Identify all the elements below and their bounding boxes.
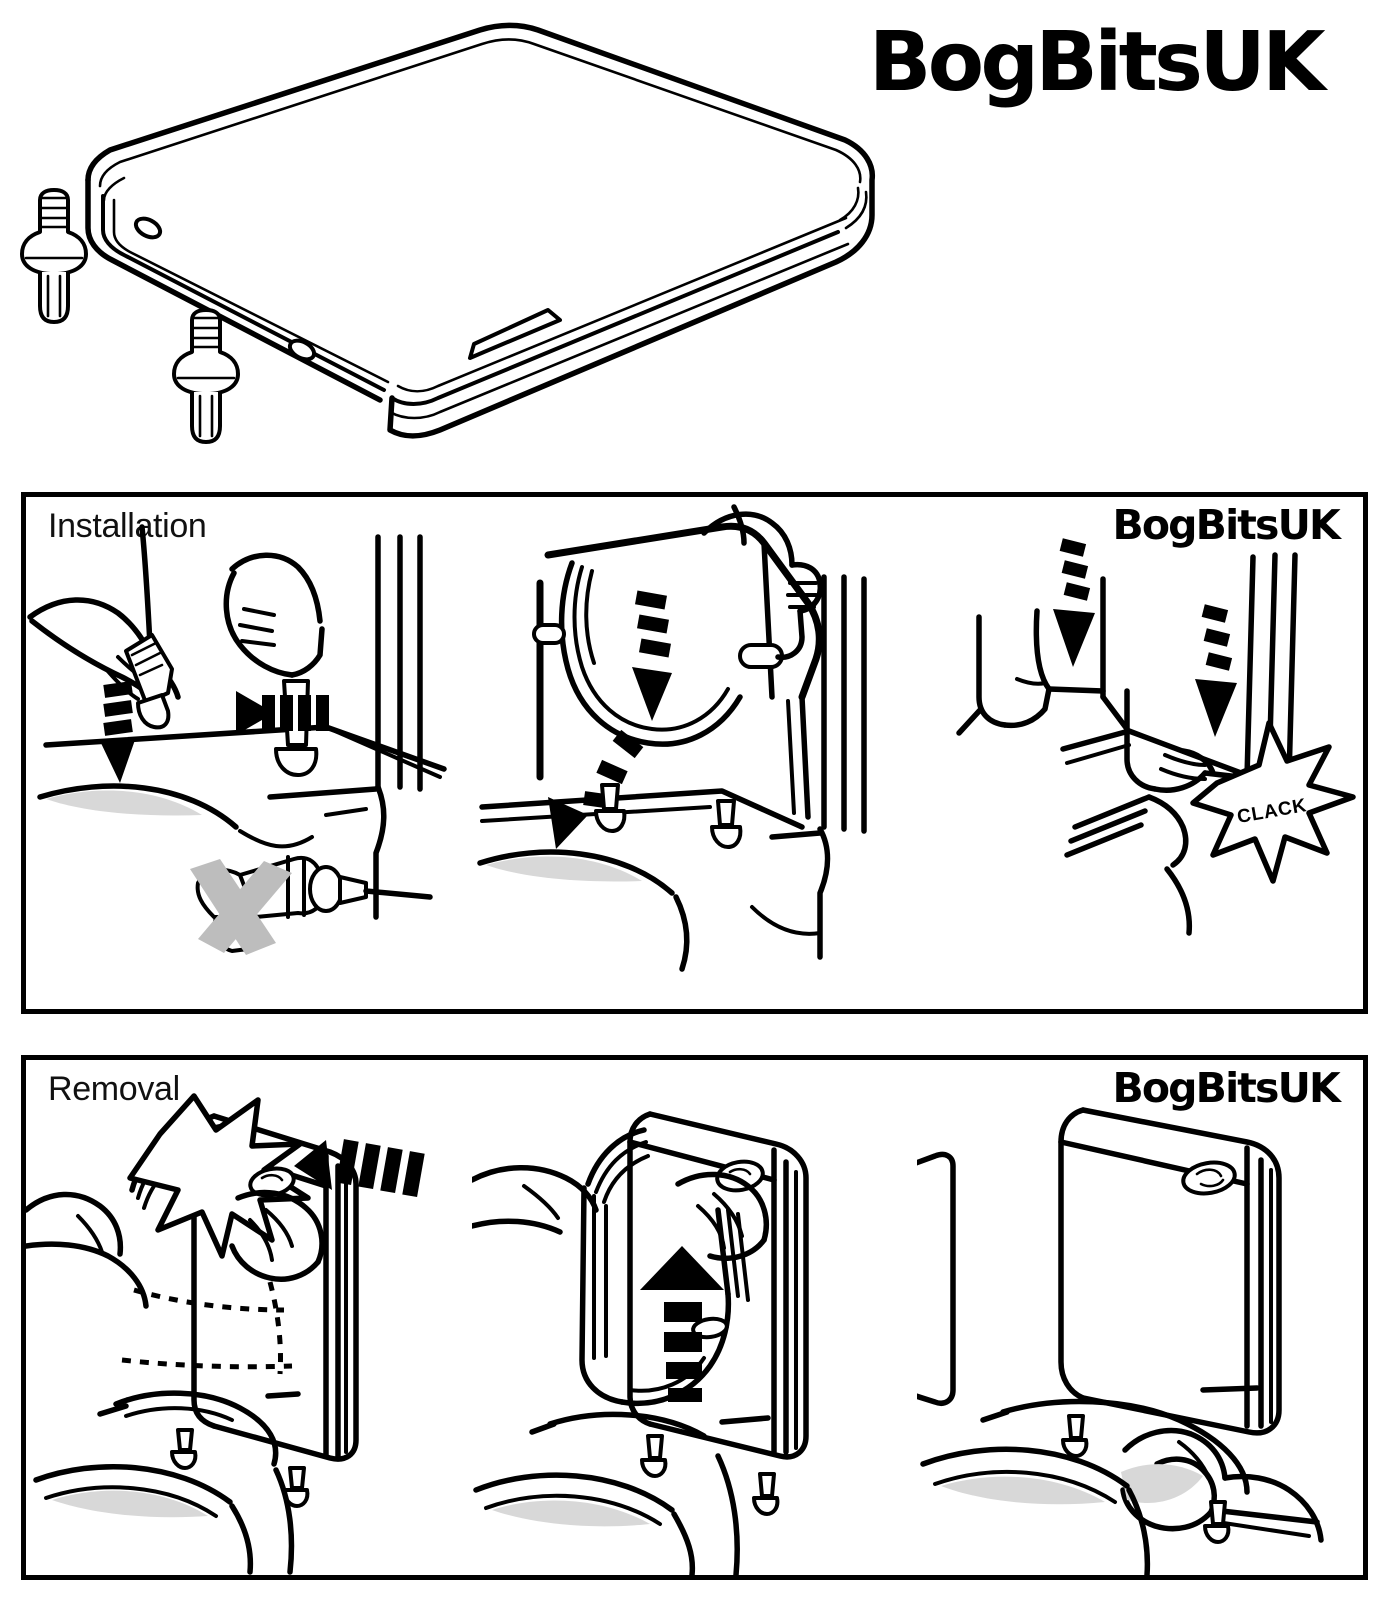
removal-steps <box>26 1060 1363 1575</box>
hidden-outline-upper <box>133 1287 285 1313</box>
arrow-down-striped-left <box>1053 538 1096 667</box>
hand-pressing-left <box>956 608 1107 736</box>
removal-step-3 <box>917 1060 1363 1575</box>
flush-button-icon <box>714 1159 765 1193</box>
hidden-outline-side <box>267 1281 283 1375</box>
brand-logo-installation-panel: BogBitsUK <box>1112 501 1340 549</box>
hinge-socket-lower <box>287 338 317 362</box>
hand-right-turning-pin <box>223 552 325 678</box>
removal-step-2 <box>471 1060 918 1575</box>
installation-panel-title: Installation <box>48 507 207 545</box>
hand-lifting-seat <box>471 1165 769 1262</box>
install-step-3: CLACK <box>917 497 1363 1009</box>
arrow-down-striped-right <box>1195 604 1238 737</box>
install-step-1 <box>26 497 472 1009</box>
installation-steps: CLACK <box>26 497 1363 1009</box>
removal-panel-title: Removal <box>48 1070 180 1108</box>
arrow-up-striped <box>639 1246 724 1402</box>
removal-panel: Removal BogBitsUK <box>21 1055 1368 1580</box>
hinge-fixing-pin-lower <box>172 308 240 444</box>
installation-panel: Installation BogBitsUK <box>21 492 1368 1014</box>
cistern-body <box>1058 1107 1283 1436</box>
arrow-left-striped <box>294 1139 425 1198</box>
cistern-body <box>626 1111 809 1460</box>
hidden-outline-lower <box>121 1357 293 1370</box>
seat-being-lowered <box>531 522 823 820</box>
adjacent-cistern-partial <box>917 1151 957 1406</box>
fitted-pin-left <box>593 783 627 833</box>
hand-lowering-seat <box>700 504 823 661</box>
clack-burst: CLACK <box>1190 720 1357 884</box>
removal-step-1 <box>26 1060 472 1575</box>
exposed-pin-right <box>1203 1500 1231 1544</box>
exposed-pin-left <box>639 1434 668 1478</box>
hands-pressing-release-buttons <box>26 1189 325 1309</box>
brand-logo-main: BogBitsUK <box>868 15 1326 110</box>
hand-cleaning-pan <box>1120 1427 1325 1543</box>
brand-logo-removal-panel: BogBitsUK <box>1112 1064 1340 1112</box>
do-not-drill-cross-icon <box>190 859 292 955</box>
flush-button-icon <box>1181 1160 1238 1196</box>
exposed-pin-left <box>1061 1414 1089 1458</box>
cistern-lid-release-area <box>127 1093 311 1259</box>
exposed-pin-right <box>751 1472 780 1516</box>
arrow-up-striped-right <box>236 691 329 735</box>
exposed-pin-left <box>170 1428 198 1470</box>
fixing-pin-inserted-left <box>124 633 174 730</box>
fitted-pin-right <box>709 799 743 849</box>
arrow-curved-dashed-lower <box>547 729 644 849</box>
hero-product-illustration <box>0 0 960 470</box>
arrow-down-striped-left <box>100 681 136 783</box>
clean-swipe-highlight <box>1121 1464 1204 1503</box>
arrow-down-dashed-upper <box>631 590 672 721</box>
install-step-2 <box>472 497 918 1009</box>
hinge-socket-upper <box>133 216 163 240</box>
hinge-fixing-pin-upper <box>20 188 88 324</box>
toilet-seat-lid <box>85 22 876 439</box>
